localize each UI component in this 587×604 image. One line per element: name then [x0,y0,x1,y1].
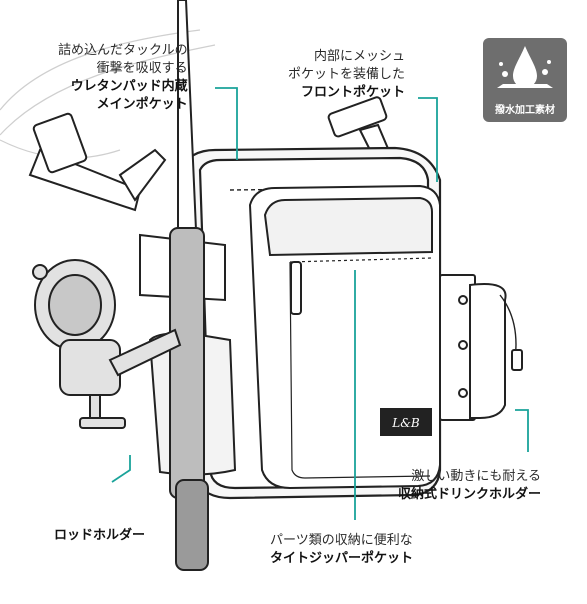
shoulder-strap [28,112,167,212]
fishing-rod [169,0,209,571]
main-pocket-desc-1: 詰め込んだタックルの [58,43,188,58]
front-pocket-callout: 内部にメッシュ ポケットを装備した フロントポケット [288,48,405,102]
water-drop-icon [497,46,553,88]
zipper-pocket-desc: パーツ類の収納に便利な [270,533,413,548]
front-pocket-desc-2: ポケットを装備した [288,67,406,82]
front-pocket [248,184,441,490]
main-pocket-desc-2: 衝撃を吸収する [96,61,188,76]
zipper-pocket-title: タイトジッパーポケット [270,551,414,566]
zipper-pocket-callout: パーツ類の収納に便利な タイトジッパーポケット [270,532,413,568]
badge-label: 撥水加工素材 [495,105,555,116]
drink-holder-desc: 激しい動きにも耐える [411,469,542,484]
rod-holder-callout: ロッドホルダー [54,527,145,545]
fishing-reel [32,259,182,429]
front-pocket-desc-1: 内部にメッシュ [314,49,406,64]
rod-holder-title: ロッドホルダー [54,528,146,543]
front-pocket-title: フロントポケット [301,85,406,100]
water-repellent-badge: 撥水加工素材 [483,38,567,122]
main-pocket-callout: 詰め込んだタックルの 衝撃を吸収する ウレタンパッド内蔵 メインポケット [58,42,188,114]
main-pocket-title-2: メインポケット [96,97,188,112]
logo-text: L&B [391,416,420,430]
drink-holder [439,274,523,421]
drink-holder-title: 収納式ドリンクホルダー [398,487,542,502]
drink-holder-callout: 激しい動きにも耐える 収納式ドリンクホルダー [398,468,541,504]
callout-lines [111,87,529,520]
logo-patch [380,408,432,436]
main-pocket-title-1: ウレタンパッド内蔵 [70,79,188,94]
